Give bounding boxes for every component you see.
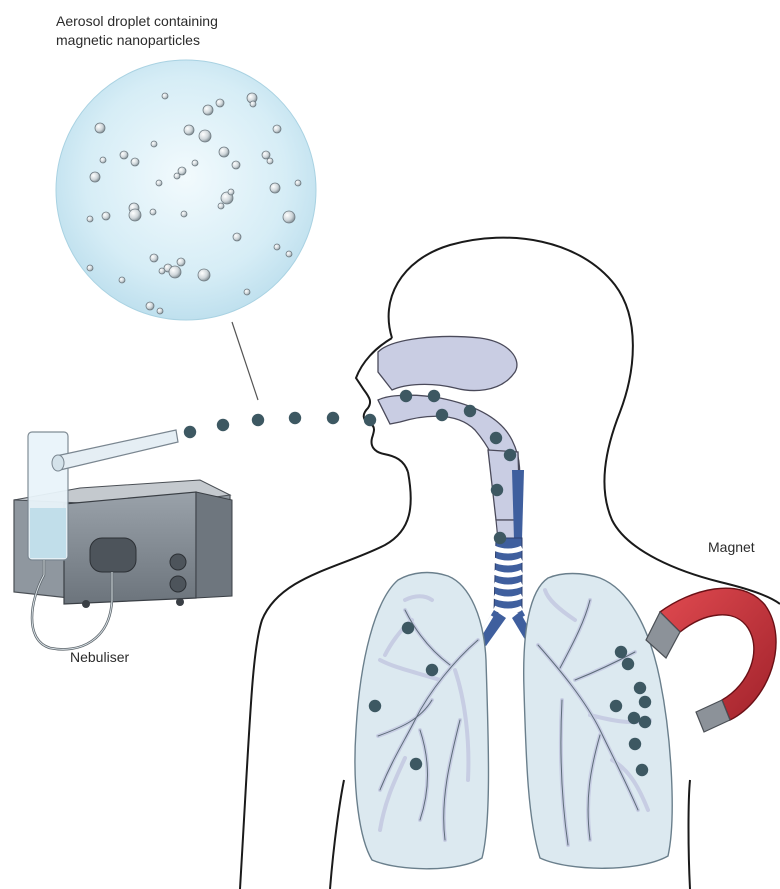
- nanoparticle: [151, 141, 157, 147]
- aerosol-particle: [289, 412, 301, 424]
- nanoparticle: [120, 151, 128, 159]
- nanoparticle: [181, 211, 187, 217]
- aerosol-particle: [369, 700, 381, 712]
- nanoparticle: [218, 203, 224, 209]
- aerosol-particle: [634, 682, 646, 694]
- nanoparticle: [90, 172, 100, 182]
- nanoparticle: [203, 105, 213, 115]
- nanoparticle: [273, 125, 281, 133]
- nanoparticle: [87, 265, 93, 271]
- aerosol-particle: [217, 419, 229, 431]
- nanoparticle: [95, 123, 105, 133]
- nanoparticle: [156, 180, 162, 186]
- nanoparticle: [169, 266, 181, 278]
- nanoparticle: [177, 258, 185, 266]
- nanoparticle: [250, 101, 256, 107]
- nebuliser-device: [14, 430, 232, 649]
- nanoparticle: [131, 158, 139, 166]
- nanoparticle: [100, 157, 106, 163]
- nanoparticle: [233, 233, 241, 241]
- nanoparticle: [129, 209, 141, 221]
- aerosol-particle: [622, 658, 634, 670]
- nanoparticle: [174, 173, 180, 179]
- aerosol-droplet-label: Aerosol droplet containing magnetic nano…: [56, 12, 296, 50]
- aerosol-particle: [428, 390, 440, 402]
- nanoparticle: [267, 158, 273, 164]
- aerosol-particle: [628, 712, 640, 724]
- aerosol-label-line2: magnetic nanoparticles: [56, 31, 296, 50]
- nanoparticle: [270, 183, 280, 193]
- aerosol-particle: [464, 405, 476, 417]
- aerosol-particle: [402, 622, 414, 634]
- aerosol-particle: [639, 716, 651, 728]
- droplet-callout-line: [232, 322, 258, 400]
- nanoparticle: [157, 308, 163, 314]
- aerosol-particle: [639, 696, 651, 708]
- nanoparticle: [244, 289, 250, 295]
- aerosol-particle: [436, 409, 448, 421]
- aerosol-particle: [504, 449, 516, 461]
- magnet-label: Magnet: [708, 538, 755, 557]
- nanoparticle: [232, 161, 240, 169]
- nanoparticle: [283, 211, 295, 223]
- aerosol-droplet: [56, 60, 316, 320]
- nanoparticle: [228, 189, 234, 195]
- aerosol-particle: [252, 414, 264, 426]
- nanoparticle: [199, 130, 211, 142]
- aerosol-particle: [610, 700, 622, 712]
- nebuliser-label: Nebuliser: [70, 648, 129, 667]
- nanoparticle: [162, 93, 168, 99]
- nanoparticle: [295, 180, 301, 186]
- nanoparticle: [146, 302, 154, 310]
- nanoparticle: [150, 254, 158, 262]
- nanoparticle: [262, 151, 270, 159]
- aerosol-particle: [490, 432, 502, 444]
- nanoparticle: [102, 212, 110, 220]
- nanoparticle: [216, 99, 224, 107]
- nanoparticle: [159, 268, 165, 274]
- aerosol-label-line1: Aerosol droplet containing: [56, 12, 296, 31]
- aerosol-particle: [426, 664, 438, 676]
- left-lung: [355, 573, 489, 869]
- nanoparticle: [286, 251, 292, 257]
- nanoparticle: [274, 244, 280, 250]
- aerosol-particle: [615, 646, 627, 658]
- aerosol-particle: [184, 426, 196, 438]
- aerosol-particle: [491, 484, 503, 496]
- aerosol-particle: [327, 412, 339, 424]
- nanoparticle: [119, 277, 125, 283]
- aerosol-particle: [400, 390, 412, 402]
- nanoparticle: [219, 147, 229, 157]
- nanoparticle: [150, 209, 156, 215]
- aerosol-particle: [410, 758, 422, 770]
- nanoparticle: [87, 216, 93, 222]
- aerosol-particle: [364, 414, 376, 426]
- nanoparticle: [198, 269, 210, 281]
- aerosol-particle: [494, 532, 506, 544]
- nanoparticle: [184, 125, 194, 135]
- aerosol-particle: [629, 738, 641, 750]
- aerosol-particle: [636, 764, 648, 776]
- nanoparticle: [192, 160, 198, 166]
